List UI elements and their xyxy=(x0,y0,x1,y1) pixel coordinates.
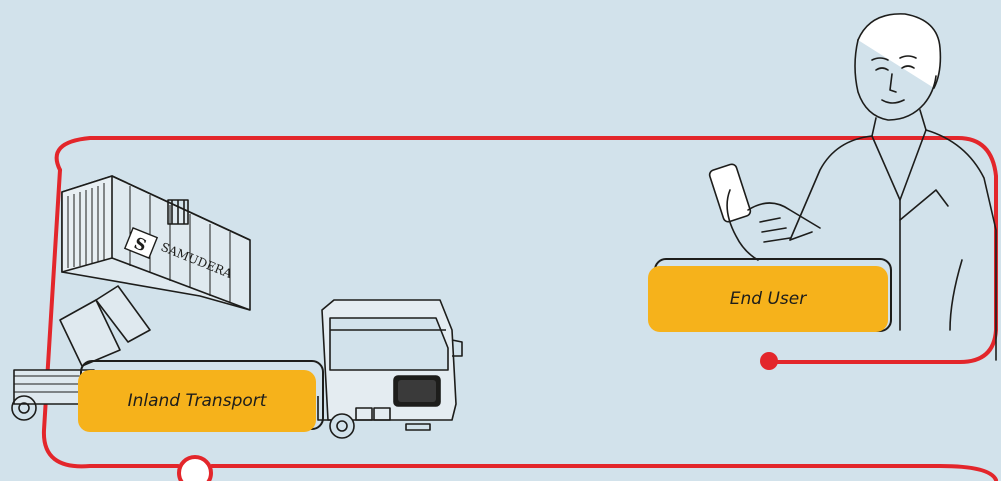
end-user-label: End User xyxy=(648,258,893,338)
inland-transport-label-fill: Inland Transport xyxy=(78,370,316,432)
end-user-label-fill: End User xyxy=(648,266,888,332)
inland-transport-text: Inland Transport xyxy=(127,391,267,411)
container-logo-box xyxy=(123,227,159,259)
route-node-open xyxy=(177,455,213,481)
route-line xyxy=(41,136,998,481)
inland-transport-label: Inland Transport xyxy=(78,360,324,438)
truck-illustration xyxy=(317,299,463,439)
route-endpoint-dot xyxy=(760,352,778,370)
businessman-illustration xyxy=(708,13,997,361)
end-user-text: End User xyxy=(729,289,807,309)
